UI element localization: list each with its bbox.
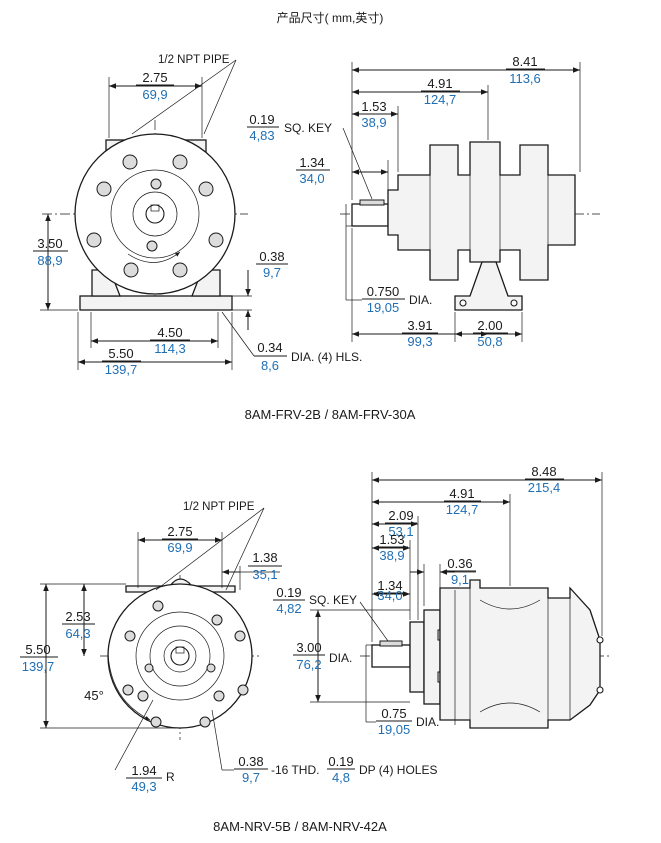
top-side-view xyxy=(340,141,600,311)
bottom-side-dimensions: 8.48 215,4 4.91 124,7 2.09 53,1 1.53 38,… xyxy=(273,464,603,737)
dim-top-key_off-in: 1.53 xyxy=(361,99,386,114)
dim-bottom-offset-in: 1.38 xyxy=(252,550,277,565)
dim-top-mid-in: 4.91 xyxy=(427,76,452,91)
top-caption: 8AM-FRV-2B / 8AM-FRV-30A xyxy=(245,407,416,422)
dim-top-shaft_len-in: 1.34 xyxy=(299,155,324,170)
dim-top-pipe_spacing-mm: 69,9 xyxy=(142,87,167,102)
dim-top-foot_off-mm: 99,3 xyxy=(407,334,432,349)
dim-bottom-pipe_spacing-mm: 69,9 xyxy=(167,540,192,555)
dim-top-hole_note: DIA. (4) HLS. xyxy=(291,350,362,364)
dim-top-shaft_dia-mm: 19,05 xyxy=(367,300,400,315)
dim-bottom-pilot_note: DIA. xyxy=(329,651,352,665)
dim-top-foot_len-in: 2.00 xyxy=(477,318,502,333)
dim-bottom-thread-in: 0.38 xyxy=(238,754,263,769)
dim-top-base_width-mm: 139,7 xyxy=(105,362,138,377)
dim-bottom-half_h-in: 2.53 xyxy=(65,609,90,624)
dim-bottom-key-mm: 4,82 xyxy=(276,601,301,616)
dim-top-hole_dia-in: 0.34 xyxy=(257,340,282,355)
dim-bottom-pipe_spacing-in: 2.75 xyxy=(167,524,192,539)
dim-top-key-mm: 4,83 xyxy=(249,128,274,143)
npt-label-2: 1/2 NPT PIPE xyxy=(183,501,255,513)
dim-bottom-mid-mm: 124,7 xyxy=(446,502,479,517)
dim-bottom-thread_note: -16 THD. xyxy=(271,763,319,777)
top-front-view xyxy=(42,120,248,311)
bottom-bolt-pattern xyxy=(122,600,249,728)
dim-bottom-pilot-in: 3.00 xyxy=(296,640,321,655)
dim-bottom-shaft_dia-mm: 19,05 xyxy=(378,722,411,737)
bottom-caption: 8AM-NRV-5B / 8AM-NRV-42A xyxy=(213,819,387,834)
dim-top-key-in: 0.19 xyxy=(249,112,274,127)
dim-top-overall-in: 8.41 xyxy=(512,54,537,69)
dim-top-bolt_span-mm: 114,3 xyxy=(154,341,186,356)
dim-top-overall-mm: 113,6 xyxy=(509,71,541,86)
bottom-side-view xyxy=(360,579,610,729)
dim-top-bolt_span-in: 4.50 xyxy=(157,325,182,340)
dim-top-foot_off-in: 3.91 xyxy=(407,318,432,333)
dim-bottom-key_note: SQ. KEY xyxy=(309,593,357,607)
dim-top-mid-mm: 124,7 xyxy=(424,92,457,107)
page-title: 产品尺寸( mm,英寸) xyxy=(277,11,384,25)
dim-bottom-half_h-mm: 64,3 xyxy=(65,626,90,641)
dim-bottom-angle: 45° xyxy=(84,688,104,703)
dim-top-key_note: SQ. KEY xyxy=(284,121,332,135)
dim-bottom-radius-in: 1.94 xyxy=(131,763,156,778)
dim-bottom-shaft_dia-in: 0.75 xyxy=(381,706,406,721)
dim-bottom-pilot-mm: 76,2 xyxy=(296,657,321,672)
dim-bottom-shaft_len-mm: 34,0 xyxy=(377,588,402,603)
dim-bottom-thread-mm: 9,7 xyxy=(242,770,260,785)
dim-bottom-mid-in: 4.91 xyxy=(449,486,474,501)
dim-top-hole_dia-mm: 8,6 xyxy=(261,358,279,373)
dim-bottom-depth_note: DP (4) HOLES xyxy=(359,763,437,777)
bolt-hole-pattern xyxy=(86,154,224,278)
dim-bottom-overall-in: 8.48 xyxy=(531,464,556,479)
dim-bottom-radius-mm: 49,3 xyxy=(131,779,156,794)
bottom-front-view xyxy=(100,575,260,740)
dim-bottom-c-mm: 9,1 xyxy=(451,572,469,587)
dim-top-foot_len-mm: 50,8 xyxy=(477,334,502,349)
dim-bottom-b-mm: 38,9 xyxy=(379,548,404,563)
dim-top-shaft_dia-in: 0.750 xyxy=(367,284,400,299)
top-side-dimensions: 8.41 113,6 4.91 124,7 1.53 38,9 0.19 4,8… xyxy=(247,54,581,349)
dim-top-height-in: 3.50 xyxy=(37,236,62,251)
dim-top-shaft_len-mm: 34,0 xyxy=(299,171,324,186)
dim-bottom-height-mm: 139,7 xyxy=(22,659,55,674)
dim-top-dia_note: DIA. xyxy=(409,293,432,307)
dim-top-foot_thk-in: 0.38 xyxy=(259,249,284,264)
dim-bottom-overall-mm: 215,4 xyxy=(528,480,561,495)
dim-bottom-a-mm: 53,1 xyxy=(388,524,413,539)
dim-bottom-height-in: 5.50 xyxy=(25,642,50,657)
dim-bottom-a-in: 2.09 xyxy=(388,508,413,523)
dim-top-base_width-in: 5.50 xyxy=(108,346,133,361)
dim-bottom-key-in: 0.19 xyxy=(276,585,301,600)
dim-top-pipe_spacing-in: 2.75 xyxy=(142,70,167,85)
dim-bottom-depth-mm: 4,8 xyxy=(332,770,350,785)
npt-label: 1/2 NPT PIPE xyxy=(158,54,230,66)
dim-bottom-dia_note: DIA. xyxy=(416,715,439,729)
dim-top-height-mm: 88,9 xyxy=(37,253,62,268)
dim-bottom-b-in: 1.53 xyxy=(379,532,404,547)
dim-top-key_off-mm: 38,9 xyxy=(361,115,386,130)
dim-bottom-c-in: 0.36 xyxy=(447,556,472,571)
dim-bottom-depth-in: 0.19 xyxy=(328,754,353,769)
dim-bottom-radius_note: R xyxy=(166,770,175,784)
dim-top-foot_thk-mm: 9,7 xyxy=(263,265,281,280)
dim-bottom-offset-mm: 35,1 xyxy=(252,567,277,582)
bottom-front-dimensions: 1/2 NPT PIPE 2.75 69,9 1.38 35,1 2.53 64… xyxy=(20,501,437,794)
dim-bottom-shaft_len-in: 1.34 xyxy=(377,578,402,593)
top-front-dimensions: 1/2 NPT PIPE 2.75 69,9 3.50 88,9 0.38 9,… xyxy=(33,54,362,377)
